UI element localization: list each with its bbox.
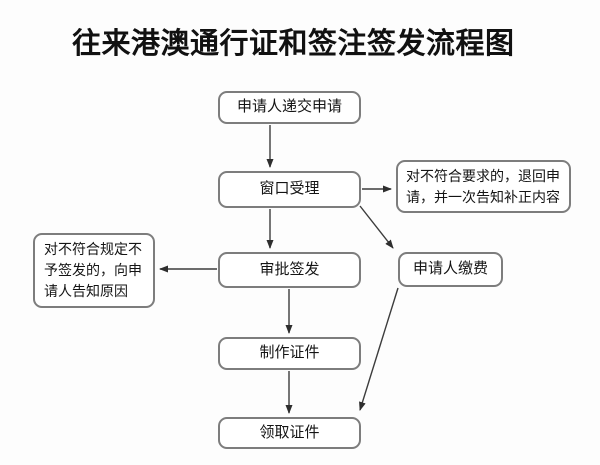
node-collect-document: 领取证件 (218, 417, 361, 449)
node-applicant-payment: 申请人缴费 (398, 252, 503, 287)
node-label: 窗口受理 (259, 180, 320, 198)
node-produce-document: 制作证件 (218, 337, 361, 370)
node-approval-issuance: 审批签发 (218, 252, 361, 288)
node-label: 制作证件 (259, 344, 320, 362)
node-rejection-reason-notice: 对不符合规定不予签发的，向申请人告知原因 (33, 233, 155, 308)
arrow-pay-to-collect (359, 287, 399, 411)
node-label: 领取证件 (259, 423, 320, 441)
arrow-window-to-pay (359, 205, 394, 249)
node-label: 审批签发 (259, 260, 320, 278)
node-label: 对不符合要求的，退回申请，并一次告知补正内容 (406, 167, 560, 205)
node-label: 对不符合规定不予签发的，向申请人告知原因 (44, 241, 142, 299)
node-window-acceptance: 窗口受理 (218, 171, 361, 208)
node-label: 申请人递交申请 (236, 98, 342, 116)
page-title: 往来港澳通行证和签注签发流程图 (72, 28, 515, 60)
node-submit-application: 申请人递交申请 (218, 91, 361, 124)
node-label: 申请人缴费 (412, 260, 488, 278)
node-return-application-notice: 对不符合要求的，退回申请，并一次告知补正内容 (396, 160, 571, 213)
